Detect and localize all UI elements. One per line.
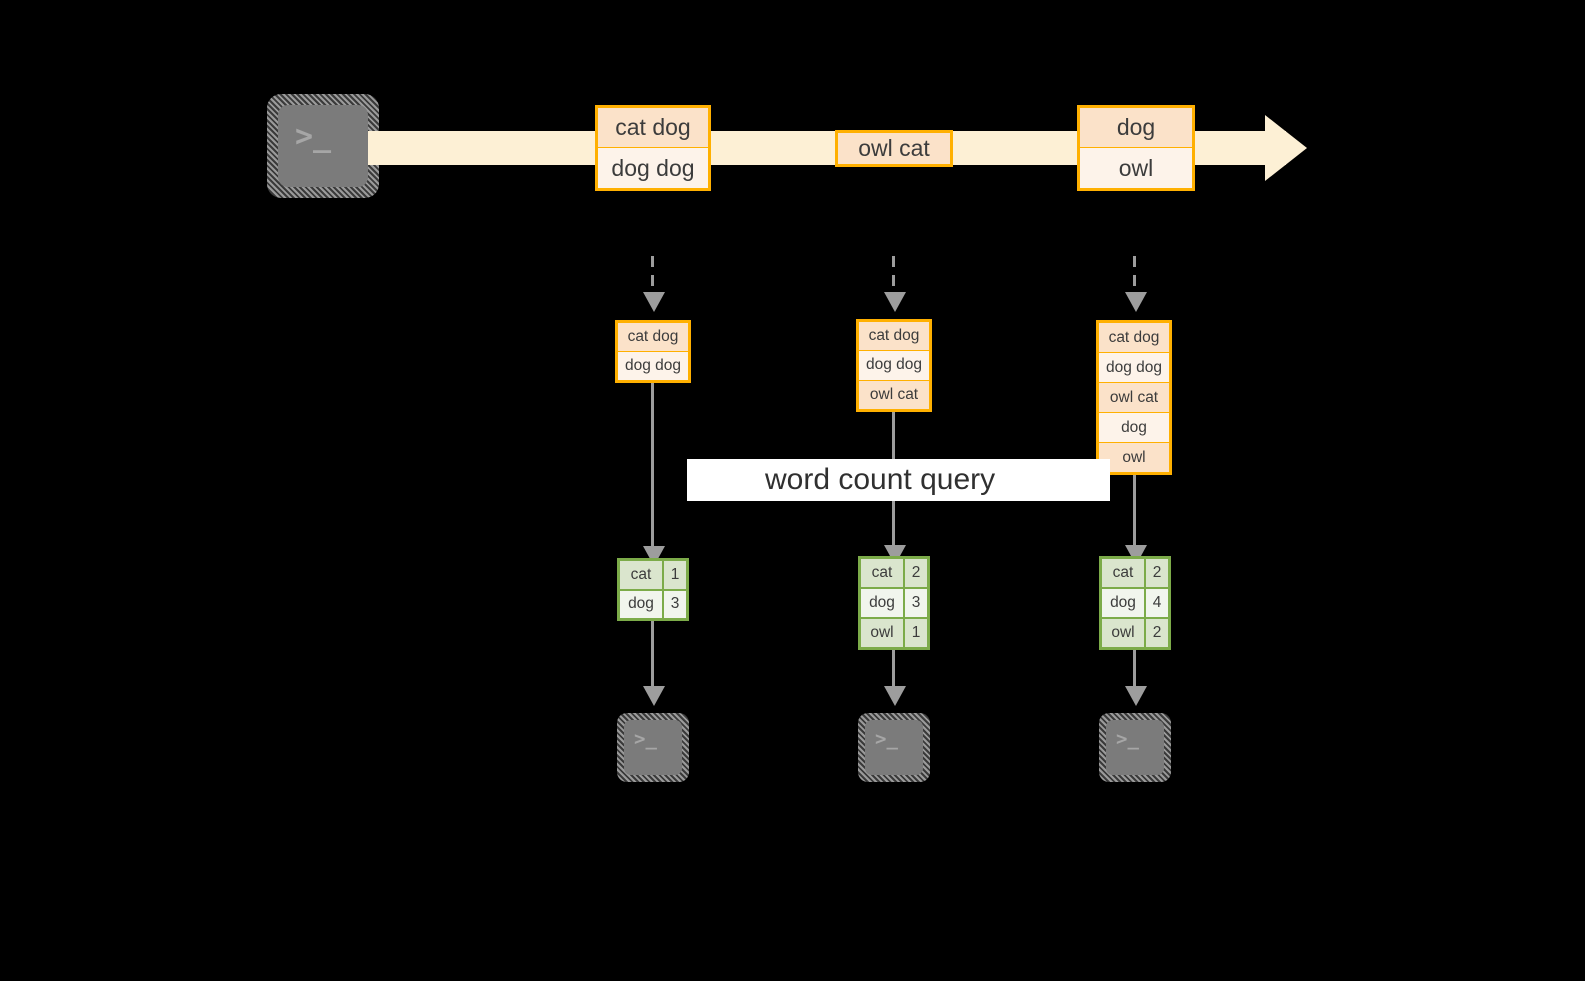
terminal-prompt-glyph: >_ (295, 119, 332, 154)
terminal-prompt-glyph: >_ (1116, 728, 1139, 750)
snapshot-line: dog dog (618, 352, 688, 380)
snapshot-line: owl (1099, 443, 1169, 472)
terminal-prompt-glyph: >_ (634, 728, 657, 750)
query-label-text: word count query (765, 463, 996, 496)
result-row: owl 2 (1102, 619, 1168, 647)
stream-event-box: dog owl (1077, 105, 1195, 191)
result-value: 2 (1146, 619, 1168, 647)
result-to-consumer-connector (1133, 650, 1136, 689)
result-key: dog (620, 590, 664, 618)
stream-event-line: dog (1080, 108, 1192, 148)
result-value: 2 (1146, 559, 1168, 587)
result-row: dog 4 (1102, 589, 1168, 619)
result-key: cat (861, 559, 905, 587)
result-row: cat 2 (1102, 559, 1168, 589)
terminal-face (865, 720, 923, 775)
result-key: owl (1102, 619, 1146, 647)
snapshot-line: dog (1099, 413, 1169, 443)
stream-to-snapshot-connector (892, 256, 895, 296)
result-row: dog 3 (861, 589, 927, 619)
stream-event-line: owl (1080, 148, 1192, 188)
result-value: 2 (905, 559, 927, 587)
stream-event-line: cat dog (598, 108, 708, 148)
stream-to-snapshot-connector (651, 256, 654, 296)
terminal-face (278, 105, 368, 187)
result-row: dog 3 (620, 590, 686, 618)
consumer-terminal-icon: >_ (1099, 713, 1171, 782)
result-key: owl (861, 619, 905, 647)
snapshot-line: dog dog (859, 351, 929, 381)
result-key: cat (620, 561, 664, 589)
snapshot-line: owl cat (1099, 383, 1169, 413)
result-to-consumer-arrowhead (643, 686, 665, 706)
stream-to-snapshot-arrowhead (643, 292, 665, 312)
stream-to-snapshot-connector (1133, 256, 1136, 296)
result-table: cat 2 dog 3 owl 1 (858, 556, 930, 650)
result-to-consumer-arrowhead (1125, 686, 1147, 706)
result-value: 1 (905, 619, 927, 647)
result-to-consumer-connector (892, 650, 895, 689)
snapshot-line: dog dog (1099, 353, 1169, 383)
terminal-face (624, 720, 682, 775)
stream-event-box: cat dog dog dog (595, 105, 711, 191)
result-row: owl 1 (861, 619, 927, 647)
stream-to-snapshot-arrowhead (1125, 292, 1147, 312)
result-row: cat 1 (620, 561, 686, 591)
producer-terminal-icon: >_ (267, 94, 379, 198)
result-value: 3 (905, 589, 927, 617)
result-to-consumer-connector (651, 621, 654, 689)
result-value: 4 (1146, 589, 1168, 617)
snapshot-to-result-connector (651, 383, 654, 549)
result-key: cat (1102, 559, 1146, 587)
consumer-terminal-icon: >_ (858, 713, 930, 782)
result-row: cat 2 (861, 559, 927, 589)
stream-event-line: dog dog (598, 148, 708, 188)
terminal-face (1106, 720, 1164, 775)
result-table: cat 1 dog 3 (617, 558, 689, 621)
query-label: word count query (687, 459, 1110, 501)
event-stream-arrowhead (1265, 115, 1307, 181)
result-key: dog (861, 589, 905, 617)
result-key: dog (1102, 589, 1146, 617)
result-table: cat 2 dog 4 owl 2 (1099, 556, 1171, 650)
result-value: 1 (664, 561, 686, 589)
snapshot-line: owl cat (859, 380, 929, 409)
snapshot-stack: cat dog dog dog owl cat dog owl (1096, 320, 1172, 475)
snapshot-line: cat dog (859, 322, 929, 352)
consumer-terminal-icon: >_ (617, 713, 689, 782)
stream-event-line: owl cat (838, 133, 950, 164)
result-value: 3 (664, 590, 686, 618)
snapshot-to-result-connector (1133, 475, 1136, 548)
snapshot-stack: cat dog dog dog (615, 320, 691, 383)
snapshot-line: cat dog (618, 323, 688, 352)
terminal-prompt-glyph: >_ (875, 728, 898, 750)
result-to-consumer-arrowhead (884, 686, 906, 706)
stream-event-box: owl cat (835, 130, 953, 167)
snapshot-stack: cat dog dog dog owl cat (856, 319, 932, 412)
stream-to-snapshot-arrowhead (884, 292, 906, 312)
snapshot-line: cat dog (1099, 323, 1169, 353)
